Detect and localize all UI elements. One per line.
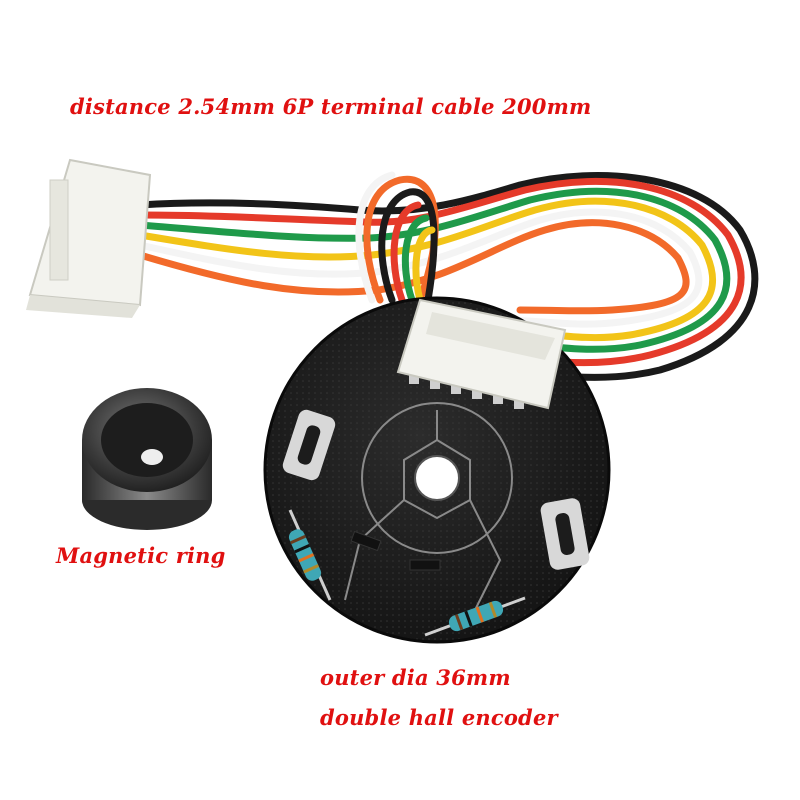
encoder-type-label: double hall encoder xyxy=(320,705,558,730)
wire-harness xyxy=(136,171,759,381)
resistor-2 xyxy=(424,596,526,637)
pcb-terminal-connector xyxy=(396,298,567,410)
magnetic-ring xyxy=(82,388,212,530)
hall-sensor-b xyxy=(409,559,441,571)
wire-black xyxy=(136,171,759,381)
cable-spec-label: distance 2.54mm 6P terminal cable 200mm xyxy=(70,94,592,119)
wire-orange xyxy=(136,219,690,315)
outer-diameter-label: outer dia 36mm xyxy=(320,665,511,690)
mounting-pads xyxy=(282,409,590,570)
wire-yellow xyxy=(136,197,717,342)
left-terminal-connector xyxy=(26,158,152,318)
wire-red xyxy=(136,178,745,367)
magnetic-ring-label: Magnetic ring xyxy=(56,543,226,568)
resistor-1 xyxy=(288,509,332,601)
hall-sensor-a xyxy=(350,530,382,552)
shaft-hole xyxy=(414,455,460,501)
wire-green xyxy=(136,187,731,353)
wire-white xyxy=(136,208,703,328)
